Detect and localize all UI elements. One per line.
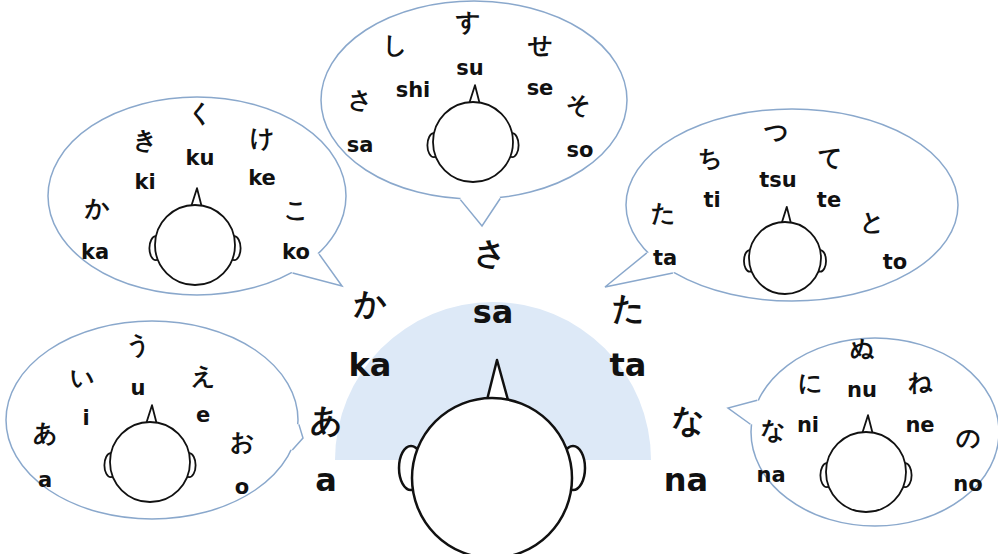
romaji-reading: su xyxy=(456,58,483,79)
romaji-reading: e xyxy=(196,405,210,426)
kana-character: い xyxy=(70,366,95,390)
speech-bubble: あ a いi うu えeお o xyxy=(5,320,299,520)
romaji-reading: so xyxy=(567,140,594,161)
bubble-body xyxy=(6,321,298,519)
romaji-reading: ke xyxy=(248,168,276,189)
romaji-reading: ne xyxy=(905,415,934,436)
head xyxy=(110,422,190,502)
row-romaji: a xyxy=(315,464,337,496)
romaji-reading: ni xyxy=(797,415,819,436)
row-kana: か xyxy=(354,287,387,319)
kana-character: う xyxy=(126,333,151,357)
kana-character: し xyxy=(383,33,408,57)
head xyxy=(433,102,513,182)
head xyxy=(412,398,572,554)
kana-character: え xyxy=(191,364,216,388)
romaji-reading: ku xyxy=(186,148,215,169)
kana-character: お xyxy=(230,430,255,454)
kana-character: の xyxy=(956,426,981,450)
kana-character: ち xyxy=(698,146,723,170)
head xyxy=(749,222,821,294)
row-kana: た xyxy=(612,292,645,324)
kana-character: こ xyxy=(284,198,309,222)
bubble-tail xyxy=(728,400,757,424)
romaji-reading: o xyxy=(235,477,249,498)
kana-character: に xyxy=(798,371,823,395)
kana-character: く xyxy=(188,101,213,125)
romaji-reading: to xyxy=(883,252,907,273)
romaji-reading: ti xyxy=(703,190,720,211)
romaji-reading: a xyxy=(38,470,52,491)
speech-bubble: か ka き ki く ku け ke こ ko xyxy=(47,96,347,296)
kana-character: き xyxy=(133,128,158,152)
speech-bubble: な na に ni ぬ nu ね ne の no xyxy=(750,337,998,527)
kana-character: け xyxy=(250,126,275,150)
romaji-reading: tsu xyxy=(759,170,797,191)
romaji-reading: no xyxy=(953,474,982,495)
kana-character: あ xyxy=(33,421,58,445)
kana-character: か xyxy=(85,196,110,220)
bubble-tail xyxy=(292,424,303,450)
kana-character: ぬ xyxy=(850,336,875,360)
head xyxy=(155,205,235,285)
kana-character: つ xyxy=(764,120,789,144)
row-romaji: ta xyxy=(610,349,647,381)
bubble-body xyxy=(48,97,346,295)
bubble-body xyxy=(321,1,627,199)
romaji-reading: sa xyxy=(347,135,374,156)
kana-character: す xyxy=(456,10,481,34)
row-romaji: sa xyxy=(473,296,514,328)
romaji-reading: ki xyxy=(134,172,155,193)
romaji-reading: i xyxy=(82,408,89,429)
row-kana: あ xyxy=(310,404,343,436)
romaji-reading: ko xyxy=(282,242,310,263)
romaji-reading: ka xyxy=(81,242,109,263)
kana-character: た xyxy=(651,201,676,225)
row-kana: さ xyxy=(474,237,507,269)
row-romaji: na xyxy=(664,464,708,496)
romaji-reading: ta xyxy=(653,248,677,269)
romaji-reading: shi xyxy=(396,80,431,101)
romaji-reading: u xyxy=(131,378,146,399)
row-kana: な xyxy=(672,404,705,436)
kana-character: さ xyxy=(348,88,373,112)
head xyxy=(826,432,906,512)
bubble-body xyxy=(751,338,998,526)
romaji-reading: te xyxy=(817,190,841,211)
romaji-reading: nu xyxy=(847,380,877,401)
speech-bubble: さ sa し shi す su せ se そ so xyxy=(320,0,628,200)
row-romaji: ka xyxy=(349,349,392,381)
hair-tuft xyxy=(487,360,508,400)
kana-character: ね xyxy=(908,370,933,394)
romaji-reading: na xyxy=(756,465,785,486)
kana-character: て xyxy=(818,146,843,170)
bubble-tail xyxy=(460,199,500,226)
kana-character: と xyxy=(860,210,885,234)
romaji-reading: se xyxy=(527,78,554,99)
kana-character: そ xyxy=(566,93,591,117)
kana-character: せ xyxy=(528,33,553,57)
speech-bubble: た ta ち ti つ tsu て te と to xyxy=(625,108,959,302)
kana-character: な xyxy=(761,418,786,442)
